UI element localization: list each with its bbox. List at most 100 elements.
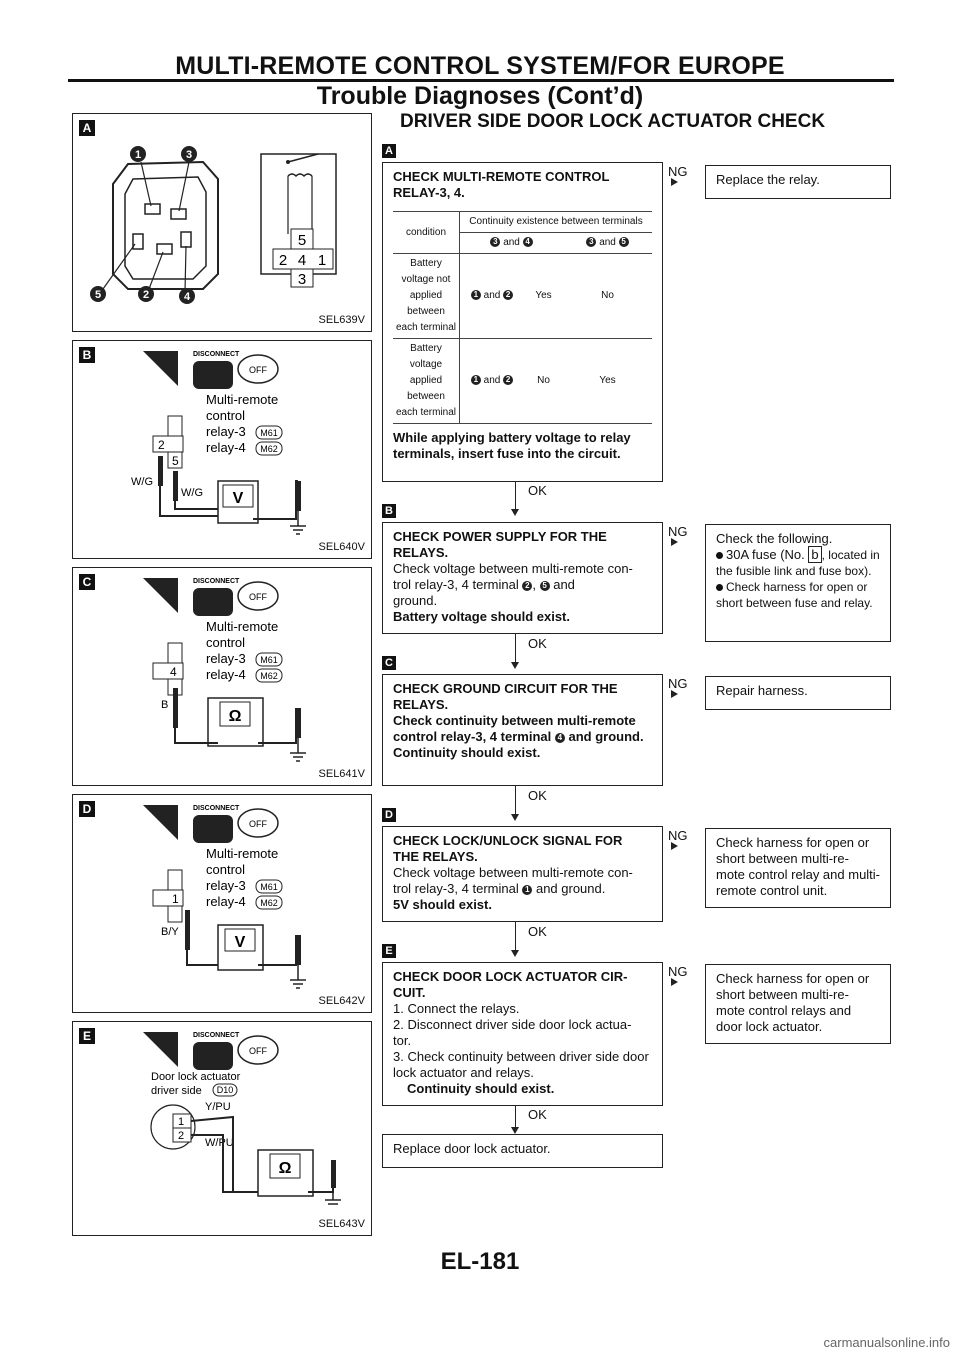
svg-text:OFF: OFF: [249, 1046, 267, 1056]
ok-arrow-icon: [511, 662, 519, 669]
connector-pin: 1: [318, 252, 326, 269]
connector-line: [515, 634, 516, 664]
step-result: 5V should exist.: [393, 897, 492, 912]
svg-text:4: 4: [170, 665, 177, 679]
ng-action-box: Check harness for open or short between …: [705, 828, 891, 908]
voltage-measurement-diagram: T.S. DISCONNECT OFF Multi-remote control…: [143, 805, 306, 989]
svg-text:B/Y: B/Y: [161, 926, 179, 938]
ng-label: NG: [668, 964, 688, 979]
svg-text:2: 2: [158, 438, 165, 452]
svg-text:2: 2: [178, 1130, 184, 1142]
svg-text:OFF: OFF: [249, 592, 267, 602]
page-subtitle: Trouble Diagnoses (Cont’d): [316, 82, 644, 110]
step-letter: D: [382, 808, 396, 822]
svg-text:relay-3: relay-3: [206, 424, 246, 439]
svg-text:DISCONNECT: DISCONNECT: [193, 351, 240, 358]
chapter-title: MULTI-REMOTE CONTROL SYSTEM/FOR EUROPE: [175, 52, 785, 80]
step-e-box: CHECK DOOR LOCK ACTUATOR CIR- CUIT. 1. C…: [382, 962, 663, 1106]
svg-text:W/G: W/G: [131, 476, 153, 488]
svg-text:T.S.: T.S.: [153, 1056, 170, 1067]
watermark: carmanualsonline.info: [823, 1335, 950, 1350]
svg-text:V: V: [235, 934, 246, 951]
step-letter: C: [382, 656, 396, 670]
pin-label: 2: [143, 289, 149, 301]
table-row: Battery voltage applied between each ter…: [393, 338, 652, 424]
svg-text:M61: M61: [260, 882, 278, 892]
figure-letter: D: [79, 801, 95, 817]
svg-text:B: B: [161, 699, 168, 711]
table-header: Continuity existence between terminals: [459, 211, 652, 233]
ng-arrow-icon: [671, 538, 678, 546]
ok-label: OK: [528, 483, 547, 498]
svg-text:Multi-remote: Multi-remote: [206, 846, 278, 861]
connector-line: [515, 786, 516, 816]
ng-arrow-icon: [671, 842, 678, 850]
svg-text:relay-3: relay-3: [206, 878, 246, 893]
svg-text:1: 1: [178, 1116, 184, 1128]
relay-diagram: 1 3 5 2 4 5 2 4 1 3: [90, 146, 337, 304]
ok-label: OK: [528, 636, 547, 651]
step-body: trol relay-3, 4 terminal 1 and ground.: [393, 881, 606, 896]
step-item: 3. Check continuity between driver side …: [393, 1049, 649, 1080]
ng-arrow-icon: [671, 690, 678, 698]
connector-pin: 3: [298, 271, 306, 288]
svg-text:relay-4: relay-4: [206, 894, 246, 909]
step-title: CHECK DOOR LOCK ACTUATOR CIR- CUIT.: [393, 969, 628, 1000]
step-body: Check continuity between multi-remote co…: [393, 713, 644, 744]
table-row: Battery voltage not applied between each…: [393, 253, 652, 339]
svg-text:OFF: OFF: [249, 365, 267, 375]
figure-e: E T.S. DISCONNECT OFF Door lock actuator…: [72, 1021, 372, 1236]
ng-action-box: Replace the relay.: [705, 165, 891, 199]
page-number: EL-181: [440, 1248, 520, 1275]
ng-arrow-icon: [671, 178, 678, 186]
step-result: Continuity should exist.: [393, 745, 541, 760]
svg-text:relay-4: relay-4: [206, 440, 246, 455]
svg-text:T.S.: T.S.: [153, 375, 170, 386]
pin-label: 1: [135, 149, 141, 161]
ok-label: OK: [528, 924, 547, 939]
ok-label: OK: [528, 788, 547, 803]
ok-arrow-icon: [511, 950, 519, 957]
figure-code: SEL640V: [318, 541, 365, 553]
connector-line: [515, 482, 516, 512]
svg-text:relay-4: relay-4: [206, 667, 246, 682]
figure-letter: A: [79, 120, 95, 136]
svg-text:DISCONNECT: DISCONNECT: [193, 805, 240, 812]
ok-arrow-icon: [511, 814, 519, 821]
step-title: CHECK MULTI-REMOTE CONTROL RELAY-3, 4.: [393, 169, 610, 200]
header-rule: [68, 79, 894, 82]
step-body: Check voltage between multi-remote con-: [393, 865, 633, 880]
connector-pin: 4: [298, 252, 306, 269]
ng-arrow-icon: [671, 978, 678, 986]
step-item: 1. Connect the relays.: [393, 1001, 520, 1016]
step-result: Battery voltage should exist.: [393, 609, 570, 624]
ok-arrow-icon: [511, 1127, 519, 1134]
step-body: Check voltage between multi-remote con-: [393, 561, 633, 576]
step-a-box: CHECK MULTI-REMOTE CONTROL RELAY-3, 4. c…: [382, 162, 663, 482]
connector-pin: 5: [298, 232, 306, 249]
step-result: Continuity should exist.: [407, 1081, 555, 1096]
svg-text:control: control: [206, 862, 245, 877]
step-title: CHECK GROUND CIRCUIT FOR THE RELAYS.: [393, 681, 618, 712]
svg-text:T.S.: T.S.: [153, 602, 170, 613]
figure-code: SEL639V: [318, 314, 365, 326]
actuator-continuity-diagram: T.S. DISCONNECT OFF Door lock actuator d…: [143, 1032, 341, 1205]
svg-text:Ω: Ω: [279, 1160, 292, 1177]
connector-line: [515, 922, 516, 952]
figure-b: B T.S. DISCONNECT OFF Multi-remote contr…: [72, 340, 372, 559]
step-b-box: CHECK POWER SUPPLY FOR THE RELAYS. Check…: [382, 522, 663, 634]
ng-action-box: Repair harness.: [705, 676, 891, 710]
pin-label: 4: [184, 291, 191, 303]
svg-text:1: 1: [172, 892, 179, 906]
step-letter: B: [382, 504, 396, 518]
svg-text:control: control: [206, 408, 245, 423]
ng-label: NG: [668, 676, 688, 691]
svg-text:5: 5: [172, 454, 179, 468]
figure-c: C T.S. DISCONNECT OFF Multi-remote contr…: [72, 567, 372, 786]
svg-text:Ω: Ω: [229, 708, 242, 725]
ng-label: NG: [668, 828, 688, 843]
svg-text:control: control: [206, 635, 245, 650]
figure-d: D T.S. DISCONNECT OFF Multi-remote contr…: [72, 794, 372, 1013]
svg-text:Multi-remote: Multi-remote: [206, 392, 278, 407]
svg-text:M62: M62: [260, 671, 278, 681]
